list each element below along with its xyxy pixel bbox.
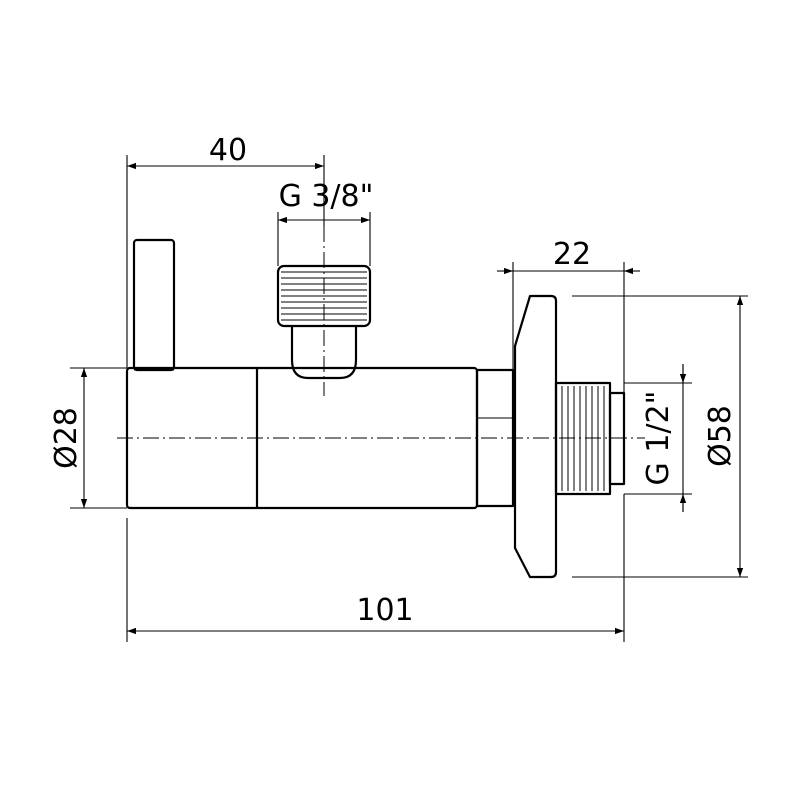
dimension-label-flange-diameter: Ø58: [703, 405, 738, 467]
valve-handle: [132, 238, 176, 372]
dimension-handle-offset: 40: [126, 133, 325, 368]
dimension-body-diameter: Ø28: [49, 367, 127, 509]
dimension-label-22: 22: [553, 237, 591, 272]
center-lines: [117, 226, 645, 439]
dimension-label-inlet-thread: G 1/2": [641, 391, 676, 486]
dimension-outlet-thread: G 3/8": [277, 179, 374, 266]
dimension-label-body-diameter: Ø28: [49, 407, 84, 469]
dimension-label-101: 101: [356, 593, 413, 628]
dimension-label-40: 40: [209, 133, 247, 168]
dimension-label-outlet-thread: G 3/8": [279, 179, 374, 214]
dimension-flange-depth: 22: [497, 237, 640, 393]
dimension-flange-diameter: Ø58: [572, 295, 748, 578]
valve-outline: [125, 238, 626, 579]
wall-flange: [513, 294, 558, 579]
dimension-overall-length: 101: [126, 494, 625, 642]
dimension-inlet-thread: G 1/2": [624, 364, 692, 512]
